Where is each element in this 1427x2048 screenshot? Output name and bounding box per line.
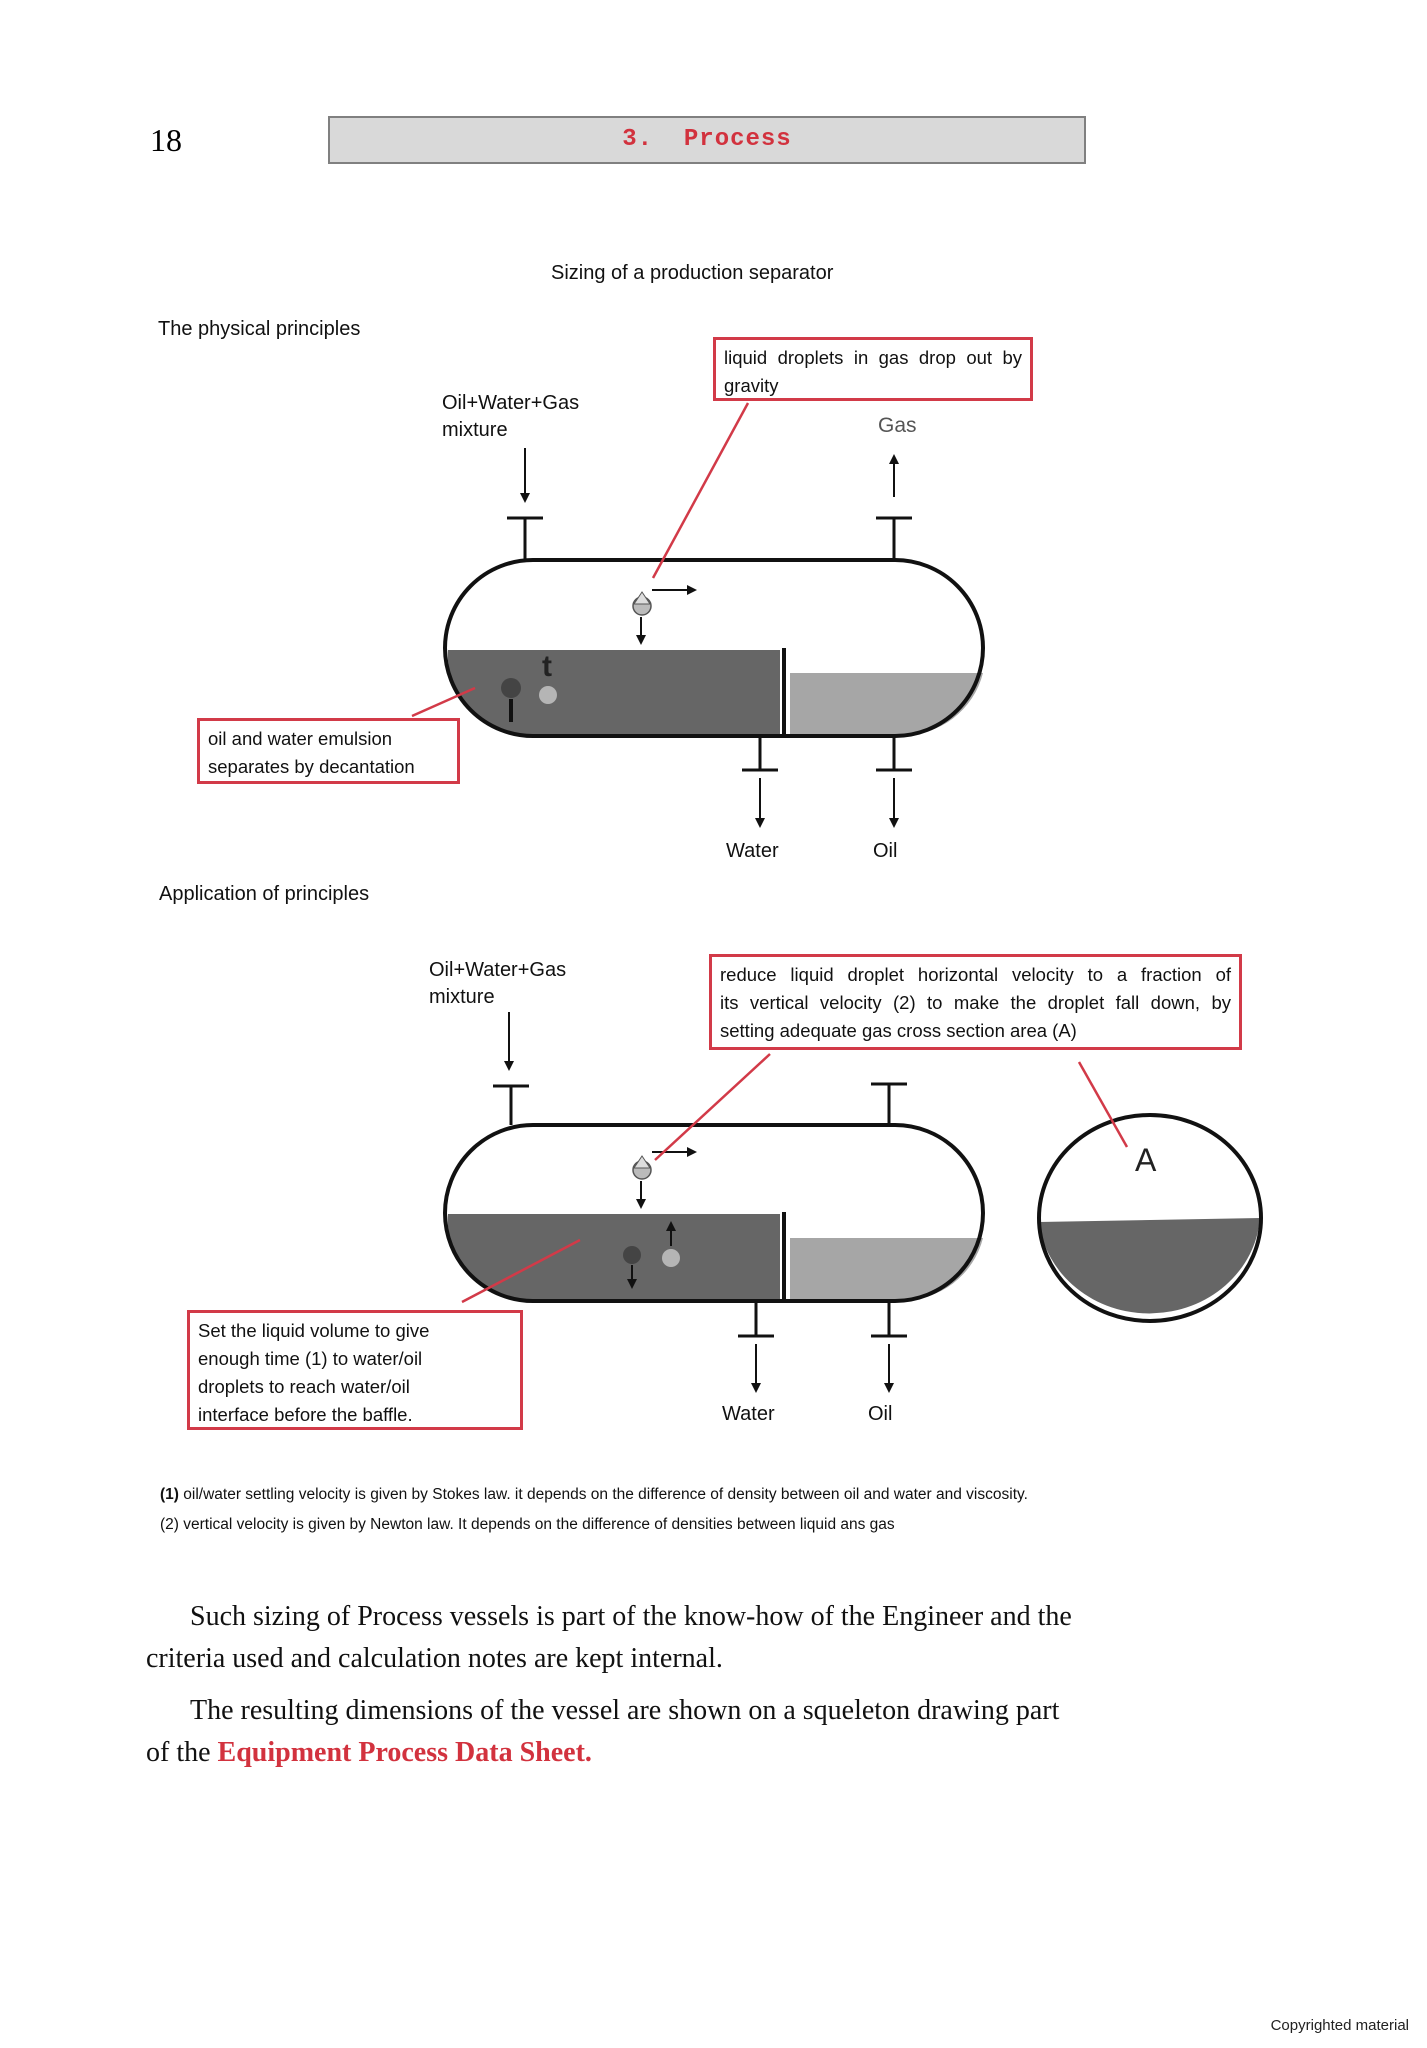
oil-droplet-1 [539,686,557,704]
vessel-shell-2 [443,1123,985,1303]
oil-phase-1 [790,673,983,736]
copyright-notice: Copyrighted material [1270,2017,1409,2034]
figure-title: Sizing of a production separator [551,262,834,284]
section1-heading: The physical principles [158,318,361,340]
vessel-cross-section [1037,1061,1263,1323]
water-phase-2 [447,1214,780,1300]
body-paragraph-2: The resulting dimensions of the vessel a… [146,1695,1060,1768]
water-label-1: Water [726,840,779,862]
callout-volume: Set the liquid volume to give enough tim… [187,1310,523,1430]
page-number: 18 [150,122,182,158]
oil-droplet-2 [662,1249,680,1267]
callout-velocity: reduce liquid droplet horizontal velocit… [709,954,1242,1050]
gas-label: Gas [878,414,917,437]
section2-heading: Application of principles [159,883,370,905]
vessel-shell-1 [443,558,985,738]
callout-gravity: liquid droplets in gas drop out by gravi… [713,337,1033,401]
footnote-2: (2) vertical velocity is given by Newton… [160,1516,895,1533]
vessel-1 [411,402,985,828]
water-droplet-2 [623,1246,641,1264]
body-paragraph-1: Such sizing of Process vessels is part o… [146,1601,1072,1674]
leader-emulsion [411,686,476,718]
section2-inlet-label: Oil+Water+Gas mixture [429,959,567,1008]
water-phase-1 [447,650,780,735]
figure-footnotes: (1) oil/water settling velocity is given… [160,1480,1028,1540]
equipment-data-sheet-reference: Equipment Process Data Sheet. [217,1737,592,1768]
chapter-title-bar: 3. Process [328,116,1086,164]
leader-volume [461,1238,581,1304]
cross-section-area-label: A [1135,1142,1157,1178]
section1-inlet-label: Oil+Water+Gas mixture [442,392,580,441]
water-droplet-1 [501,678,521,698]
oil-label-2: Oil [868,1403,893,1425]
leader-gravity [651,402,750,579]
liquid-cross-section [1039,1218,1260,1314]
callout-emulsion: oil and water emulsion separates by deca… [197,718,460,784]
oil-phase-2 [790,1238,983,1301]
vessel-2 [443,1012,985,1393]
water-label-2: Water [722,1403,775,1425]
footnote-1: (1) oil/water settling velocity is given… [160,1486,1028,1503]
leader-velocity [654,1053,771,1161]
droplet-time-symbol: t [542,650,552,683]
chapter-title: 3. Process [622,126,792,153]
leader-area [1077,1061,1129,1148]
oil-label-1: Oil [873,840,898,862]
